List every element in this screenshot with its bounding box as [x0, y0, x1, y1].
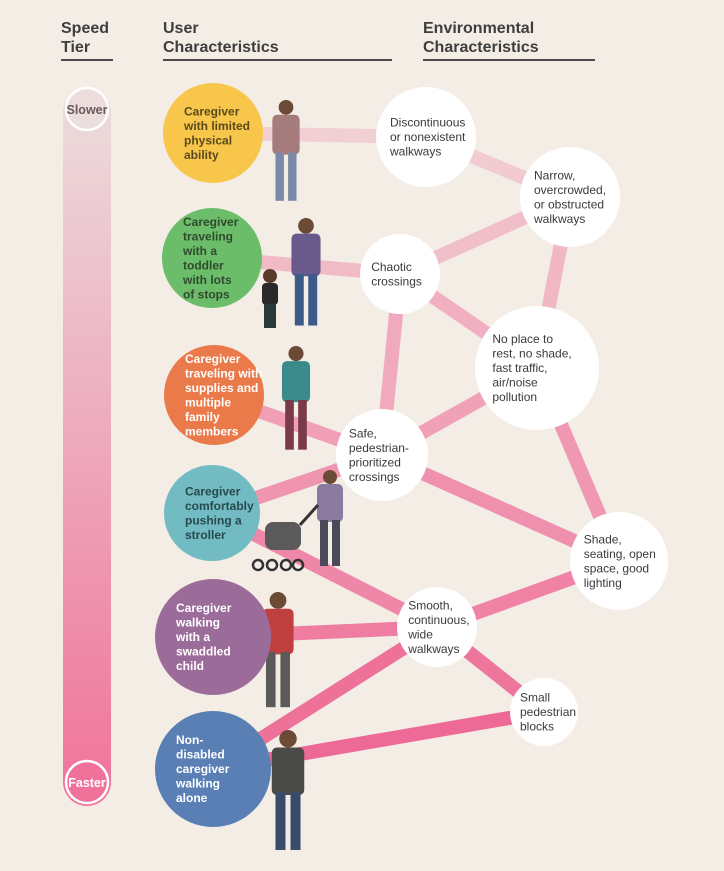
speed-gradient-bar: [63, 88, 111, 806]
header-speed-tier: Speed Tier: [61, 19, 109, 57]
caregiver-with-family-figure: [282, 346, 310, 450]
header-environmental-characteristics: Environmental Characteristics: [423, 19, 539, 57]
caregiver-with-stroller-figure: [317, 470, 343, 566]
header-environment-line-1: Environmental: [423, 19, 539, 38]
header-user-line-2: Characteristics: [163, 38, 279, 57]
toddler-figure: [262, 269, 278, 328]
header-user-underline: [163, 59, 392, 61]
header-environment-underline: [423, 59, 595, 61]
elderly-person-figure: [272, 100, 299, 201]
header-user-characteristics: User Characteristics: [163, 19, 279, 57]
speed-faster-label: Faster: [68, 776, 106, 790]
header-speed-tier-line-1: Speed: [61, 19, 109, 38]
header-speed-tier-underline: [61, 59, 113, 61]
caregiver-alone-figure: [272, 730, 305, 850]
header-environment-line-2: Characteristics: [423, 38, 539, 57]
user-circle: [155, 579, 271, 695]
caregiver-with-toddler-figure: [291, 218, 320, 326]
header-user-line-1: User: [163, 19, 279, 38]
header-speed-tier-line-2: Tier: [61, 38, 109, 57]
speed-slower-label: Slower: [67, 103, 108, 117]
